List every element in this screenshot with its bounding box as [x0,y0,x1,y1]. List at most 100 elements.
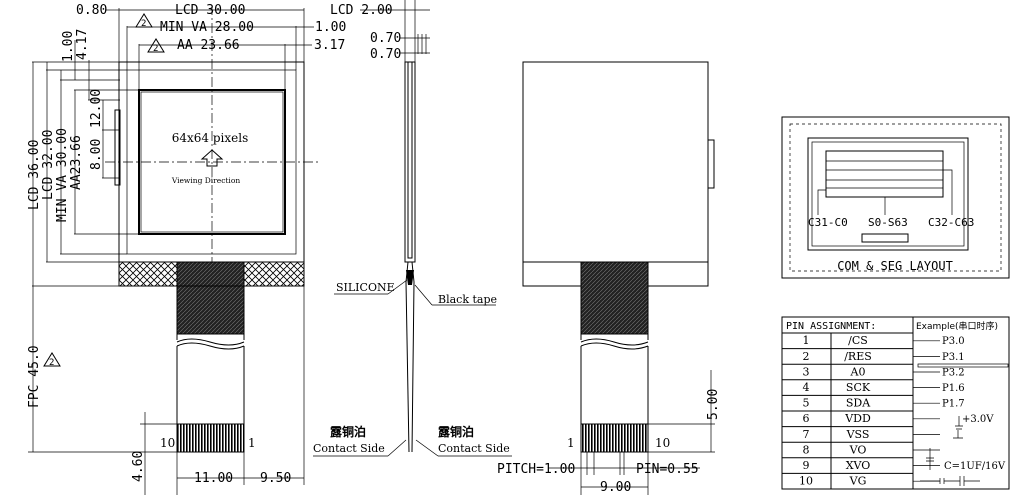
layout-outer-box [781,116,1010,279]
pin-number: 8 [803,443,810,456]
dim-min-va-width: MIN VA 28.00 [160,20,254,35]
svg-text:1: 1 [567,436,575,450]
dim-min-va-height: MIN VA 30.00 [55,128,70,222]
black-tape-label: Black tape [438,293,497,306]
dim-fpc-length: FPC 45.0 [27,345,42,408]
side-fpc [405,261,410,453]
pin-row: 4 SCK P1.6 [782,381,965,396]
pin-name: /CS [848,334,868,347]
pin-name: VO [849,443,867,456]
pin-name: SDA [846,397,871,410]
svg-text:10: 10 [655,436,670,450]
com-seg-layout: C31-C0 S0-S63 C32-C63 COM & SEG LAYOUT [781,116,1010,279]
pin-row: 9 XVO C=1UF/16V [782,459,1006,474]
pin-connection: +3.0V [962,414,994,425]
revision-triangle-icon [43,352,61,367]
pin-number: 5 [803,397,810,410]
back-fpc-upper [580,261,649,335]
svg-text:8.00: 8.00 [89,139,104,170]
pin-name: XVO [846,459,871,472]
pin-number: 6 [803,412,810,425]
back-view: 1 10 5.00 PITCH=1.00 PIN=0.55 9.00 [497,61,721,495]
pin-name: /RES [844,350,872,363]
ground-icon [953,430,963,439]
viewing-direction-label: Viewing Direction [171,176,241,185]
pin-name: VG [849,475,867,488]
pin-assignment-header: PIN ASSIGNMENT: [786,321,876,332]
dim-lcd-height: LCD 36.00 [27,140,42,210]
svg-text:2: 2 [141,19,146,29]
side-view: LCD 2.00 0.70 0.70 SILICONE Black tape 露… [313,0,512,457]
pin-number: 9 [803,459,810,472]
pin-connection: P3.0 [942,336,965,347]
pin-number: 3 [803,365,810,378]
side-lcd-body [404,61,416,263]
dim-lcd-32: LCD 32.00 [41,130,56,200]
viewing-direction-arrow-icon [200,149,224,167]
contact-side-right-cn: 露铜泊 [438,424,474,439]
layout-active-area [825,150,944,198]
pin-row: 10 VG [782,475,940,490]
svg-text:11.00: 11.00 [194,471,233,486]
svg-text:9.50: 9.50 [260,471,291,486]
back-lcd-outline [522,61,709,287]
svg-text:12.00: 12.00 [89,89,104,128]
contact-side-left-cn: 露铜泊 [330,424,366,439]
pin-number: 10 [799,475,813,488]
contact-side-left-label: Contact Side [313,442,385,455]
pin-connection: P3.2 [942,367,965,378]
svg-text:10: 10 [160,436,175,450]
pin-number: 7 [803,428,810,441]
pin-name: SCK [846,381,871,394]
power-arrow-icon [955,416,963,430]
resolution-label: 64x64 pixels [172,131,249,145]
fpc-break-line [176,338,245,346]
pin-row: 6 VDD +3.0V [782,412,994,428]
dim-lcd-width: LCD 30.00 [175,3,245,18]
fpc-tail-upper [176,285,245,335]
pin-number: 4 [803,381,810,394]
svg-text:4.60: 4.60 [131,451,146,482]
c32-c63-label: C32-C63 [928,216,974,229]
fpc-contacts-back [580,423,649,453]
com-seg-layout-title: COM & SEG LAYOUT [837,259,953,273]
capacitor-icon [920,476,980,486]
svg-text:3.17: 3.17 [314,38,345,53]
pin-connection: C=1UF/16V [944,461,1006,472]
pin-number: 2 [803,350,810,363]
pin-row: 1/CS P3.0 [782,334,965,350]
pin-name: A0 [850,365,866,378]
c31-c0-label: C31-C0 [808,216,848,229]
pin-name: VDD [844,412,871,425]
s0-s63-label: S0-S63 [868,216,908,229]
svg-text:2: 2 [49,358,54,368]
svg-text:4.17: 4.17 [75,29,90,60]
dim-aa-height: AA23.66 [69,135,84,190]
silicone-label: SILICONE [336,281,395,294]
pin-connection: P1.6 [942,383,965,394]
pin-name: VSS [846,428,870,441]
svg-text:2: 2 [153,44,158,54]
pin-row: 7 VSS [782,428,940,443]
front-view: 64x64 pixels Viewing Direction 10 1 0.80… [27,3,346,495]
dim-lcd-thickness: LCD 2.00 [330,3,393,18]
dim-0-80: 0.80 [76,3,107,18]
example-header: Example(串口时序) [916,320,998,332]
dim-contact-length: 5.00 [706,389,721,420]
layout-panel [807,137,969,251]
svg-text:9.00: 9.00 [600,480,631,495]
dim-pin-width: PIN=0.55 [636,462,699,477]
dim-aa-width: AA 23.66 [177,38,240,53]
fpc-contacts-front [176,423,245,453]
svg-text:1.00: 1.00 [61,31,76,62]
pin-row: 3 A0 P3.2 [782,365,965,381]
revision-triangle-icon [135,13,153,28]
pin-number: 1 [803,334,810,347]
svg-text:0.70: 0.70 [370,47,401,62]
svg-text:1.00: 1.00 [315,20,346,35]
